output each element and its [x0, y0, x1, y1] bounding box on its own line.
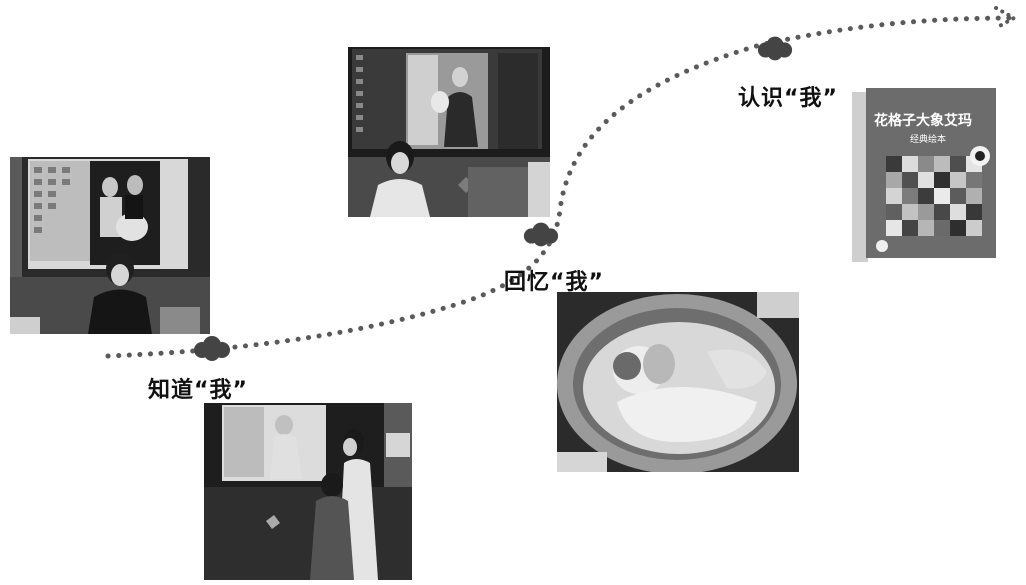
cloud-marker-know	[194, 336, 230, 361]
photo-picture-book-cover: 花格子大象艾玛 经典绘本	[852, 86, 996, 262]
photo-newborn-in-basket	[557, 292, 799, 472]
book-title: 花格子大象艾玛	[874, 113, 972, 129]
photo-girl-and-teacher-at-screen	[204, 403, 412, 580]
cloud-marker-recognize	[757, 36, 793, 61]
label-recall-me: 回忆“我”	[504, 270, 604, 295]
label-recognize-me: 认识“我”	[738, 86, 838, 111]
label-know-me: 知道“我”	[148, 378, 248, 403]
photo-girl-with-mother-photo	[348, 47, 550, 217]
cloud-marker-recall	[523, 222, 559, 247]
photo-girl-with-pregnancy-photo	[10, 157, 210, 334]
book-subtitle: 经典绘本	[910, 135, 947, 145]
